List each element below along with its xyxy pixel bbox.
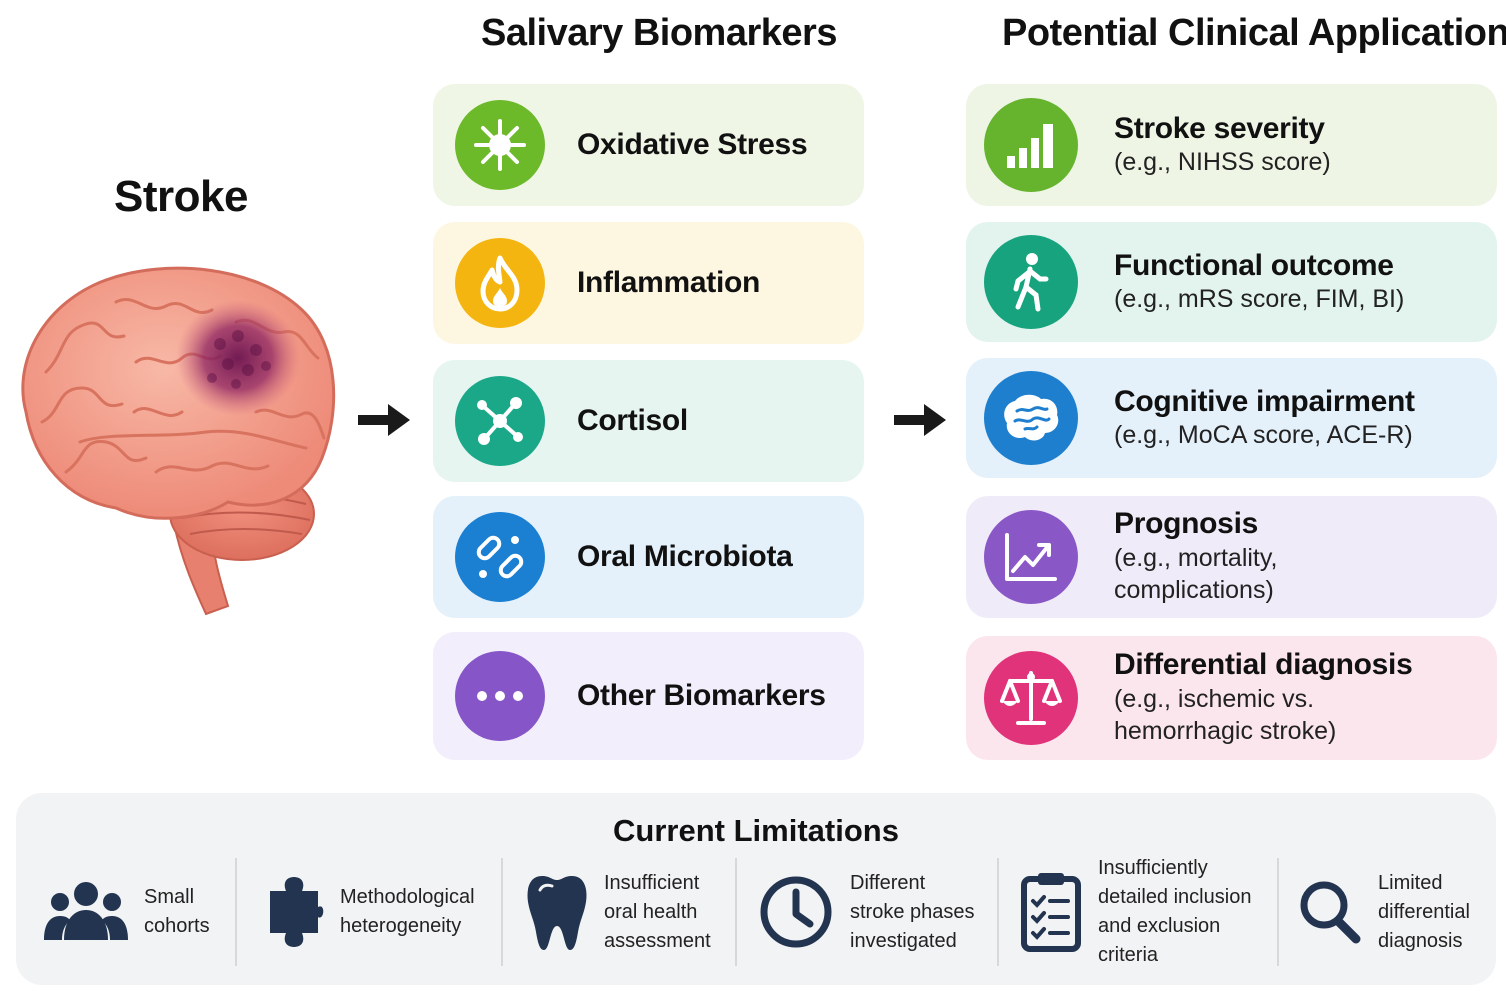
divider: [735, 858, 737, 966]
limitation-label: Different stroke phases investigated: [850, 871, 975, 952]
limitation-item: Different stroke phases investigated: [758, 853, 975, 971]
biomarkers-column-title: Salivary Biomarkers: [481, 12, 837, 54]
application-subtitle: (e.g., mortality, complications): [1114, 543, 1278, 605]
application-card-stroke-severity: Stroke severity (e.g., NIHSS score): [966, 84, 1497, 206]
tooth-icon: [527, 876, 587, 950]
biomarker-card-oral-microbiota: Oral Microbiota: [433, 496, 864, 618]
application-subtitle: (e.g., ischemic vs. hemorrhagic stroke): [1114, 684, 1337, 746]
starburst-icon: [455, 100, 545, 190]
divider: [1277, 858, 1279, 966]
limitation-label: Small cohorts: [144, 886, 210, 937]
right-arrow-icon: [894, 404, 946, 436]
scales-icon: [984, 651, 1078, 745]
group-people-icon: [44, 882, 128, 940]
limitation-item: Methodological heterogeneity: [266, 853, 475, 971]
application-title: Stroke severity: [1114, 111, 1325, 145]
molecule-icon: [455, 376, 545, 466]
application-card-functional-outcome: Functional outcome (e.g., mRS score, FIM…: [966, 222, 1497, 342]
application-title: Cognitive impairment: [1114, 384, 1415, 418]
application-subtitle: (e.g., NIHSS score): [1114, 148, 1331, 176]
application-title: Differential diagnosis: [1114, 648, 1413, 682]
brain-icon: [984, 371, 1078, 465]
application-subtitle: (e.g., mRS score, FIM, BI): [1114, 285, 1405, 313]
limitation-item: Limited differential diagnosis: [1298, 853, 1470, 971]
applications-column-title: Potential Clinical Application: [1002, 12, 1506, 54]
divider: [501, 858, 503, 966]
biomarker-card-inflammation: Inflammation: [433, 222, 864, 344]
biomarker-label: Other Biomarkers: [577, 679, 826, 712]
more-dots-icon: [455, 651, 545, 741]
limitation-label: Insufficient oral health assessment: [604, 871, 711, 952]
application-subtitle: (e.g., MoCA score, ACE-R): [1114, 421, 1413, 449]
limitation-label: Insufficiently detailed inclusion and ex…: [1098, 857, 1252, 966]
limitation-item: Insufficient oral health assessment: [526, 853, 711, 971]
biomarker-card-other: Other Biomarkers: [433, 632, 864, 760]
biomarker-label: Inflammation: [577, 266, 761, 299]
application-card-cognitive-impairment: Cognitive impairment (e.g., MoCA score, …: [966, 358, 1497, 478]
application-title: Functional outcome: [1114, 248, 1394, 282]
divider: [235, 858, 237, 966]
limitations-title: Current Limitations: [613, 813, 899, 848]
magnifier-icon: [1300, 881, 1361, 944]
biomarker-label: Cortisol: [577, 404, 688, 437]
bacteria-icon: [455, 512, 545, 602]
trend-chart-icon: [984, 510, 1078, 604]
application-card-prognosis: Prognosis (e.g., mortality, complication…: [966, 496, 1497, 618]
biomarker-label: Oral Microbiota: [577, 540, 793, 573]
limitation-item: Insufficiently detailed inclusion and ex…: [1020, 853, 1251, 971]
divider: [997, 858, 999, 966]
stroke-title: Stroke: [114, 172, 248, 221]
limitation-label: Limited differential diagnosis: [1378, 871, 1470, 952]
biomarker-card-cortisol: Cortisol: [433, 360, 864, 482]
limitations-panel: Current Limitations Small cohorts Method…: [16, 793, 1496, 985]
limitation-item: Small cohorts: [44, 853, 210, 971]
application-title: Prognosis: [1114, 507, 1258, 541]
limitation-label: Methodological heterogeneity: [340, 886, 475, 937]
bar-chart-icon: [984, 98, 1078, 192]
puzzle-piece-icon: [270, 877, 324, 947]
flame-icon: [455, 238, 545, 328]
biomarker-card-oxidative-stress: Oxidative Stress: [433, 84, 864, 206]
clock-icon: [760, 876, 832, 948]
walking-person-icon: [984, 235, 1078, 329]
biomarker-label: Oxidative Stress: [577, 128, 808, 161]
brain-illustration-icon: [21, 266, 336, 616]
right-arrow-icon: [358, 404, 410, 436]
application-card-differential-diagnosis: Differential diagnosis (e.g., ischemic v…: [966, 636, 1497, 760]
checklist-icon: [1021, 873, 1081, 952]
